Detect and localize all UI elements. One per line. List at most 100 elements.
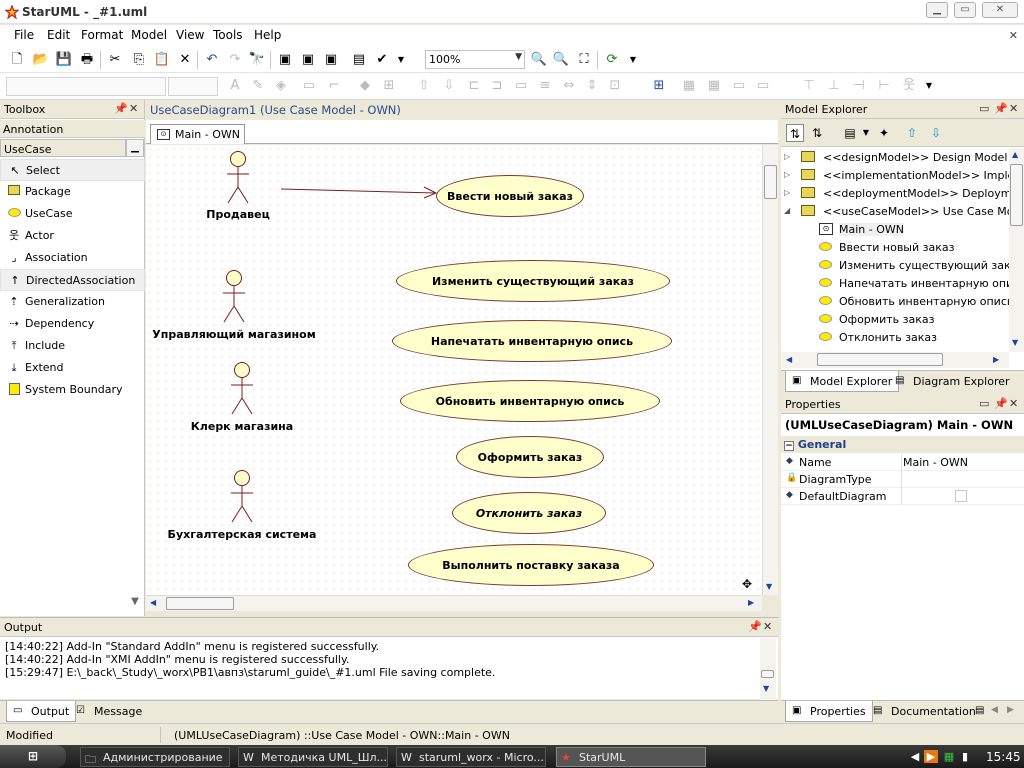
menu-edit[interactable]: Edit <box>47 28 71 42</box>
font-bold-icon[interactable]: A <box>230 78 240 93</box>
snap-icon[interactable]: ⊣ <box>853 78 865 93</box>
tool-system-boundary[interactable]: System Boundary <box>0 379 145 401</box>
close-icon[interactable]: ✕ <box>1009 102 1019 115</box>
collapse-icon[interactable]: ◢ <box>784 206 791 215</box>
tree-item-usecase-model[interactable]: ◢ <<useCaseModel>> Use Case Model <box>781 203 1011 221</box>
more-tabs-icon[interactable]: ▤ <box>975 705 985 716</box>
pin-icon[interactable]: 📌 <box>114 102 128 115</box>
find-icon[interactable]: 🔭 <box>248 52 266 67</box>
tool-include[interactable]: ⤒ Include <box>0 335 145 357</box>
tool-actor[interactable]: 웃 Actor <box>0 225 145 247</box>
usecase-ellipse[interactable]: Выполнить поставку заказа <box>408 544 654 586</box>
tab-message[interactable]: ☑ Message <box>70 701 148 722</box>
align-middle-icon[interactable]: ▭ <box>514 78 528 93</box>
snap-right-icon[interactable]: ⊢ <box>878 78 890 93</box>
move-handle-icon[interactable]: ✥ <box>742 577 753 591</box>
tree-item-usecase[interactable]: Обновить инвентарную опись <box>781 293 1011 311</box>
menu-help[interactable]: Help <box>254 28 282 42</box>
explorer-vertical-scrollbar[interactable]: ▲ ▼ <box>1009 148 1024 352</box>
frame-icon[interactable]: ▭ <box>732 78 746 93</box>
send-back-icon[interactable]: ⇩ <box>443 78 455 93</box>
collapse-group-button[interactable]: ▁ <box>126 139 144 157</box>
actor-label[interactable]: Бухгалтерская система <box>167 528 317 541</box>
line-color-icon[interactable]: ✎ <box>252 78 264 93</box>
media-player-icon[interactable]: ▶ <box>924 750 938 763</box>
scroll-down-icon[interactable]: ▼ <box>763 684 770 693</box>
tab-main-own[interactable]: ⊙ Main - OWN <box>150 124 245 144</box>
taskbar-item[interactable]: 🗀 Администрирование <box>80 747 230 767</box>
move-up-icon[interactable]: ⇧ <box>906 126 918 140</box>
expand-icon[interactable]: ▷ <box>784 152 791 161</box>
tool-usecase[interactable]: UseCase <box>0 203 145 225</box>
filter-icon[interactable]: ▤ <box>844 126 856 140</box>
sort-icon[interactable]: ⇅ <box>786 124 804 142</box>
zoom-in-icon[interactable]: 🔍 <box>530 52 548 67</box>
space-horizontal-icon[interactable]: ⇔ <box>563 78 575 93</box>
tool-dependency[interactable]: ⇢ Dependency <box>0 313 145 335</box>
ungroup-icon[interactable]: ▦ <box>707 78 721 93</box>
collapse-icon[interactable]: − <box>784 441 794 451</box>
tree-item-usecase[interactable]: Изменить существующий заказ <box>781 257 1011 275</box>
tab-model-explorer[interactable]: ▣ Model Explorer <box>785 371 900 392</box>
taskbar-item[interactable]: W Методичка UML_Шл... <box>238 747 388 767</box>
menu-tools[interactable]: Tools <box>213 28 243 42</box>
usecase-ellipse[interactable]: Изменить существующий заказ <box>396 260 670 302</box>
start-button[interactable]: ⊞ <box>0 745 66 768</box>
property-row-defaultdiagram[interactable]: ◆ DefaultDiagram <box>781 488 1024 505</box>
usecase-ellipse[interactable]: Отклонить заказ <box>452 492 606 534</box>
usecase-ellipse[interactable]: Ввести новый заказ <box>436 175 584 217</box>
chevron-down-icon[interactable]: ▼ <box>397 55 405 64</box>
output-vertical-scrollbar[interactable]: ▼ <box>760 638 776 700</box>
tree-item-usecase[interactable]: Ввести новый заказ <box>781 239 1011 257</box>
actor-shape-icon[interactable]: 웃 <box>903 78 915 93</box>
restore-icon[interactable]: ▭ <box>979 102 990 115</box>
redo-icon[interactable]: ↷ <box>229 52 241 67</box>
diagram-properties-icon[interactable]: ▣ <box>278 52 292 67</box>
toolbox-group-usecase[interactable]: UseCase <box>0 139 126 157</box>
chevron-down-icon[interactable]: ▼ <box>925 81 933 90</box>
bring-front-icon[interactable]: ⇧ <box>418 78 430 93</box>
menu-model[interactable]: Model <box>131 28 168 42</box>
tree-item-usecase[interactable]: Напечатать инвентарную опись <box>781 275 1011 293</box>
scroll-thumb[interactable] <box>817 353 943 366</box>
menu-file[interactable]: File <box>14 28 35 42</box>
new-file-icon[interactable]: 🗋 <box>11 52 23 67</box>
tool-generalization[interactable]: ⇡ Generalization <box>0 291 145 313</box>
toolbox-group-annotation[interactable]: Annotation <box>0 120 145 138</box>
paste-icon[interactable]: 📋 <box>153 52 171 67</box>
cut-icon[interactable]: ✂ <box>109 52 121 67</box>
zoom-fit-icon[interactable]: ⛶ <box>579 52 589 67</box>
move-down-icon[interactable]: ⇩ <box>930 126 942 140</box>
tree-item-deployment-model[interactable]: ▷ <<deploymentModel>> Deployment Model <box>781 185 1011 203</box>
font-name-select[interactable] <box>6 77 166 96</box>
group-icon[interactable]: ▦ <box>682 78 696 93</box>
scroll-left-icon[interactable]: ◀ <box>786 355 793 364</box>
tree-item-design-model[interactable]: ▷ <<designModel>> Design Model <box>781 149 1011 167</box>
tool-package[interactable]: Package <box>0 181 145 203</box>
pin-icon[interactable]: 📌 <box>748 620 762 633</box>
tool-extend[interactable]: ⤓ Extend <box>0 357 145 379</box>
expand-icon[interactable]: ▷ <box>784 170 791 179</box>
scroll-thumb[interactable] <box>761 670 774 678</box>
undo-icon[interactable]: ↶ <box>206 52 218 67</box>
align-left-icon[interactable]: ⊏ <box>468 78 480 93</box>
tab-scroll-right-icon[interactable]: ▶ <box>1007 705 1014 715</box>
actor-label[interactable]: Продавец <box>206 208 270 221</box>
actor-figure-icon[interactable] <box>227 361 257 417</box>
space-vertical-icon[interactable]: ⇕ <box>586 78 598 93</box>
zoom-out-icon[interactable]: 🔍 <box>552 52 570 67</box>
actor-figure-icon[interactable] <box>219 269 249 325</box>
pin-icon[interactable]: 📌 <box>994 397 1008 410</box>
pin-icon[interactable]: 📌 <box>994 102 1008 115</box>
property-row-diagramtype[interactable]: 🔒 DiagramType <box>781 471 1024 488</box>
usecase-ellipse[interactable]: Обновить инвентарную опись <box>400 380 660 422</box>
zoom-select[interactable]: 100% ▼ <box>425 50 525 69</box>
scroll-down-icon[interactable]: ▼ <box>131 596 139 607</box>
scroll-up-icon[interactable]: ▲ <box>1012 150 1019 159</box>
close-window-button[interactable]: ✕ <box>982 2 1018 18</box>
actor-label[interactable]: Клерк магазина <box>190 420 294 433</box>
tree-item-usecase[interactable]: Оформить заказ <box>781 311 1011 329</box>
scroll-down-icon[interactable]: ▼ <box>766 582 773 591</box>
scroll-down-icon[interactable]: ▼ <box>1012 338 1019 347</box>
close-icon[interactable]: ✕ <box>763 620 773 633</box>
